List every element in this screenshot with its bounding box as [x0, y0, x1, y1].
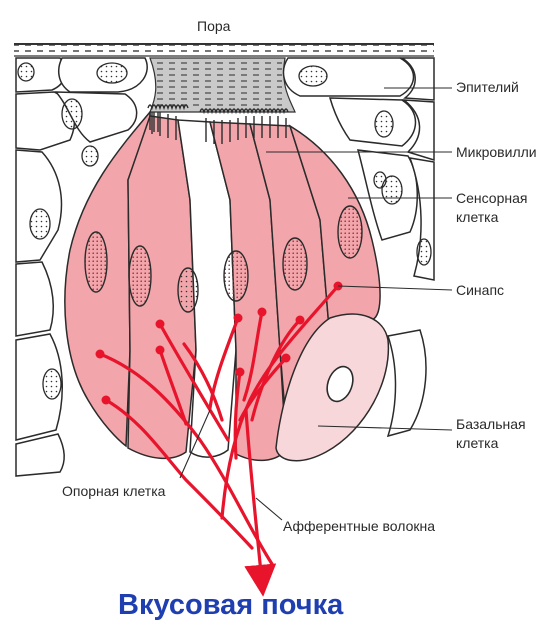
nucleus	[223, 250, 249, 302]
synapse-points	[95, 281, 343, 405]
label-microvilli: Микровилли	[456, 144, 537, 160]
nucleus	[128, 245, 152, 307]
nucleus	[84, 231, 108, 293]
nucleus	[282, 237, 308, 291]
epithelial-cell	[328, 97, 417, 147]
support-nucleus	[177, 267, 199, 313]
label-pore: Пора	[197, 18, 231, 34]
sensory-nuclei	[84, 205, 363, 307]
microvilli	[147, 104, 289, 144]
basal-nucleus	[326, 365, 354, 403]
sensory-cell	[64, 109, 151, 448]
epithelial-cell	[15, 333, 63, 441]
labels: Пора Эпителий Микровилли Сенсорная клетк…	[62, 18, 537, 621]
label-basal-cell-line2: клетка	[456, 435, 499, 451]
diagram-title: Вкусовая почка	[118, 589, 344, 621]
label-support-cell: Опорная клетка	[62, 483, 166, 499]
label-sensory-cell-line1: Сенсорная	[456, 190, 527, 206]
epithelial-cell	[399, 57, 435, 101]
epithelial-cell	[15, 149, 63, 263]
label-sensory-cell-line2: клетка	[456, 209, 499, 225]
epithelial-cell	[401, 99, 435, 162]
epithelial-nuclei	[17, 62, 432, 400]
nucleus	[337, 205, 363, 259]
label-synapse: Синапс	[456, 282, 504, 298]
label-basal-cell-line1: Базальная	[456, 416, 526, 432]
surface-layer	[14, 43, 434, 57]
epithelial-cell	[15, 261, 55, 337]
afferent-fibers	[98, 284, 340, 597]
label-epithelium: Эпителий	[456, 79, 519, 95]
leader-lines	[179, 87, 453, 521]
epithelial-cell	[386, 329, 427, 438]
epithelial-cell	[15, 433, 65, 477]
label-afferent-fibers: Афферентные волокна	[283, 518, 435, 534]
